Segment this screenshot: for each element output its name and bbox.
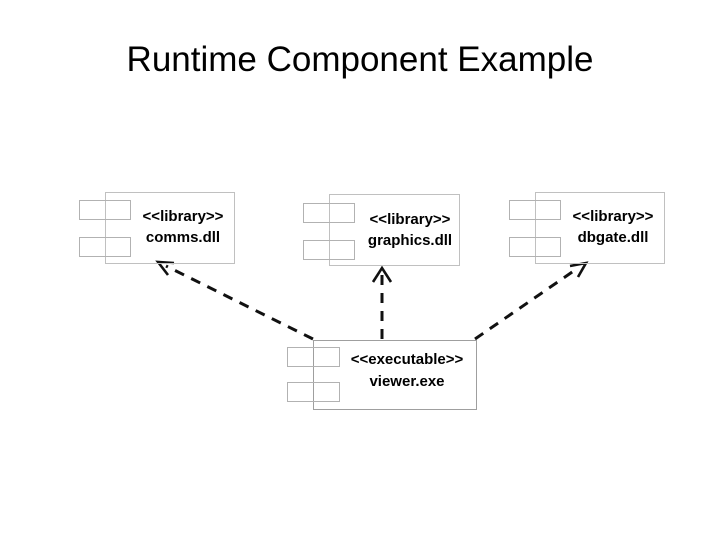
- dashed-line: [474, 266, 579, 341]
- slide-title: Runtime Component Example: [126, 40, 594, 79]
- uml-component-icon-tab-bottom: [287, 382, 340, 402]
- uml-component-icon-tab-bottom: [79, 237, 131, 257]
- component-name: comms.dll: [145, 229, 221, 246]
- dependency-arrow-viewer-to-graphics: [371, 265, 393, 339]
- uml-component-icon-tab-top: [287, 347, 340, 367]
- component-stereotype: <<library>>: [142, 208, 224, 225]
- uml-component-icon-tab-top: [79, 200, 131, 220]
- uml-component-icon-tab-top: [509, 200, 561, 220]
- dependency-arrow-viewer-to-comms: [155, 260, 314, 341]
- component-label: <<library>> comms.dll: [103, 206, 263, 248]
- open-arrowhead-icon: [569, 261, 589, 278]
- uml-component-icon-body: [105, 192, 235, 264]
- component-stereotype: <<library>>: [572, 208, 654, 225]
- component-name: viewer.exe: [369, 373, 445, 390]
- component-label: <<library>> graphics.dll: [330, 209, 490, 251]
- uml-component-icon-tab-top: [303, 203, 355, 223]
- open-arrowhead-icon: [371, 265, 393, 283]
- dashed-line: [165, 264, 314, 341]
- uml-component-icon-body: [535, 192, 665, 264]
- component-label: <<executable>> viewer.exe: [327, 349, 487, 393]
- component-name: graphics.dll: [367, 232, 453, 249]
- component-label: <<library>> dbgate.dll: [533, 206, 693, 248]
- uml-component-icon-tab-bottom: [509, 237, 561, 257]
- dependency-arrow-viewer-to-dbgate: [474, 261, 589, 341]
- uml-component-icon-body: [329, 194, 460, 266]
- uml-component-icon-tab-bottom: [303, 240, 355, 260]
- component-stereotype: <<executable>>: [350, 351, 464, 368]
- uml-component-icon-body: [313, 340, 477, 410]
- component-name: dbgate.dll: [577, 229, 649, 246]
- component-stereotype: <<library>>: [369, 211, 451, 228]
